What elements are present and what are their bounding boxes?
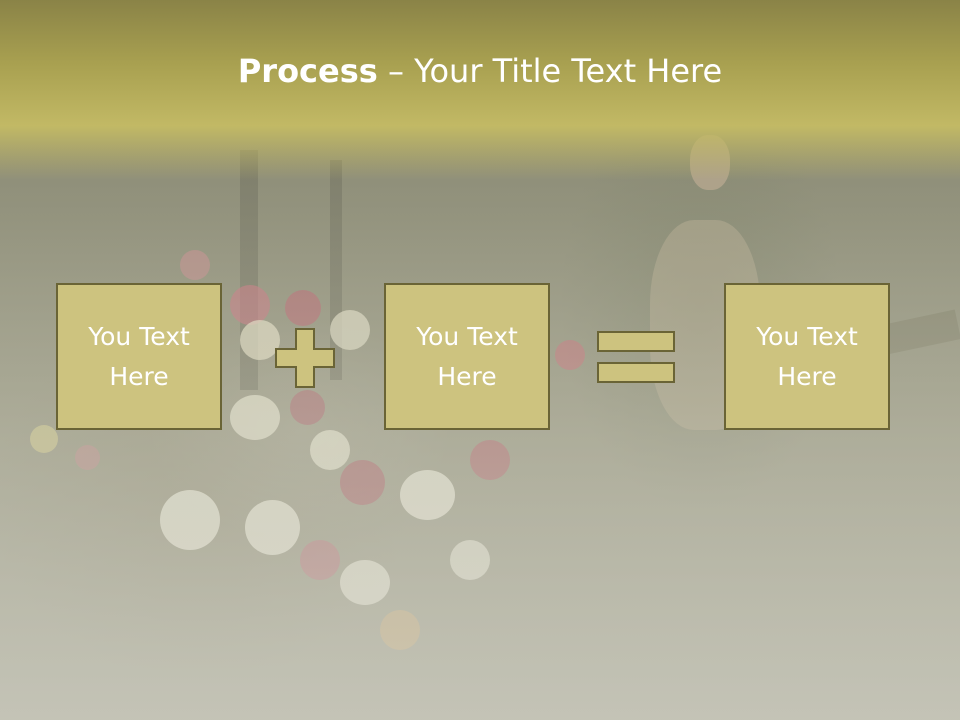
slide-title[interactable]: Process – Your Title Text Here [0, 52, 960, 90]
equals-icon[interactable] [597, 331, 675, 385]
title-rest-text: – Your Title Text Here [377, 52, 723, 90]
step-2-line1: You Text [416, 321, 518, 351]
title-bold-text: Process [237, 52, 378, 90]
plus-shape [275, 328, 335, 388]
step-box-3[interactable]: You Text Here [724, 283, 890, 430]
plus-icon[interactable] [274, 327, 336, 389]
step-box-2[interactable]: You Text Here [384, 283, 550, 430]
equals-top-bar [597, 331, 675, 352]
step-3-line2: Here [777, 361, 837, 391]
equals-bottom-bar [597, 362, 675, 383]
step-2-line2: Here [437, 361, 497, 391]
step-1-line1: You Text [88, 321, 190, 351]
step-box-1[interactable]: You Text Here [56, 283, 222, 430]
title-band [0, 0, 960, 180]
step-3-line1: You Text [756, 321, 858, 351]
step-1-line2: Here [109, 361, 169, 391]
